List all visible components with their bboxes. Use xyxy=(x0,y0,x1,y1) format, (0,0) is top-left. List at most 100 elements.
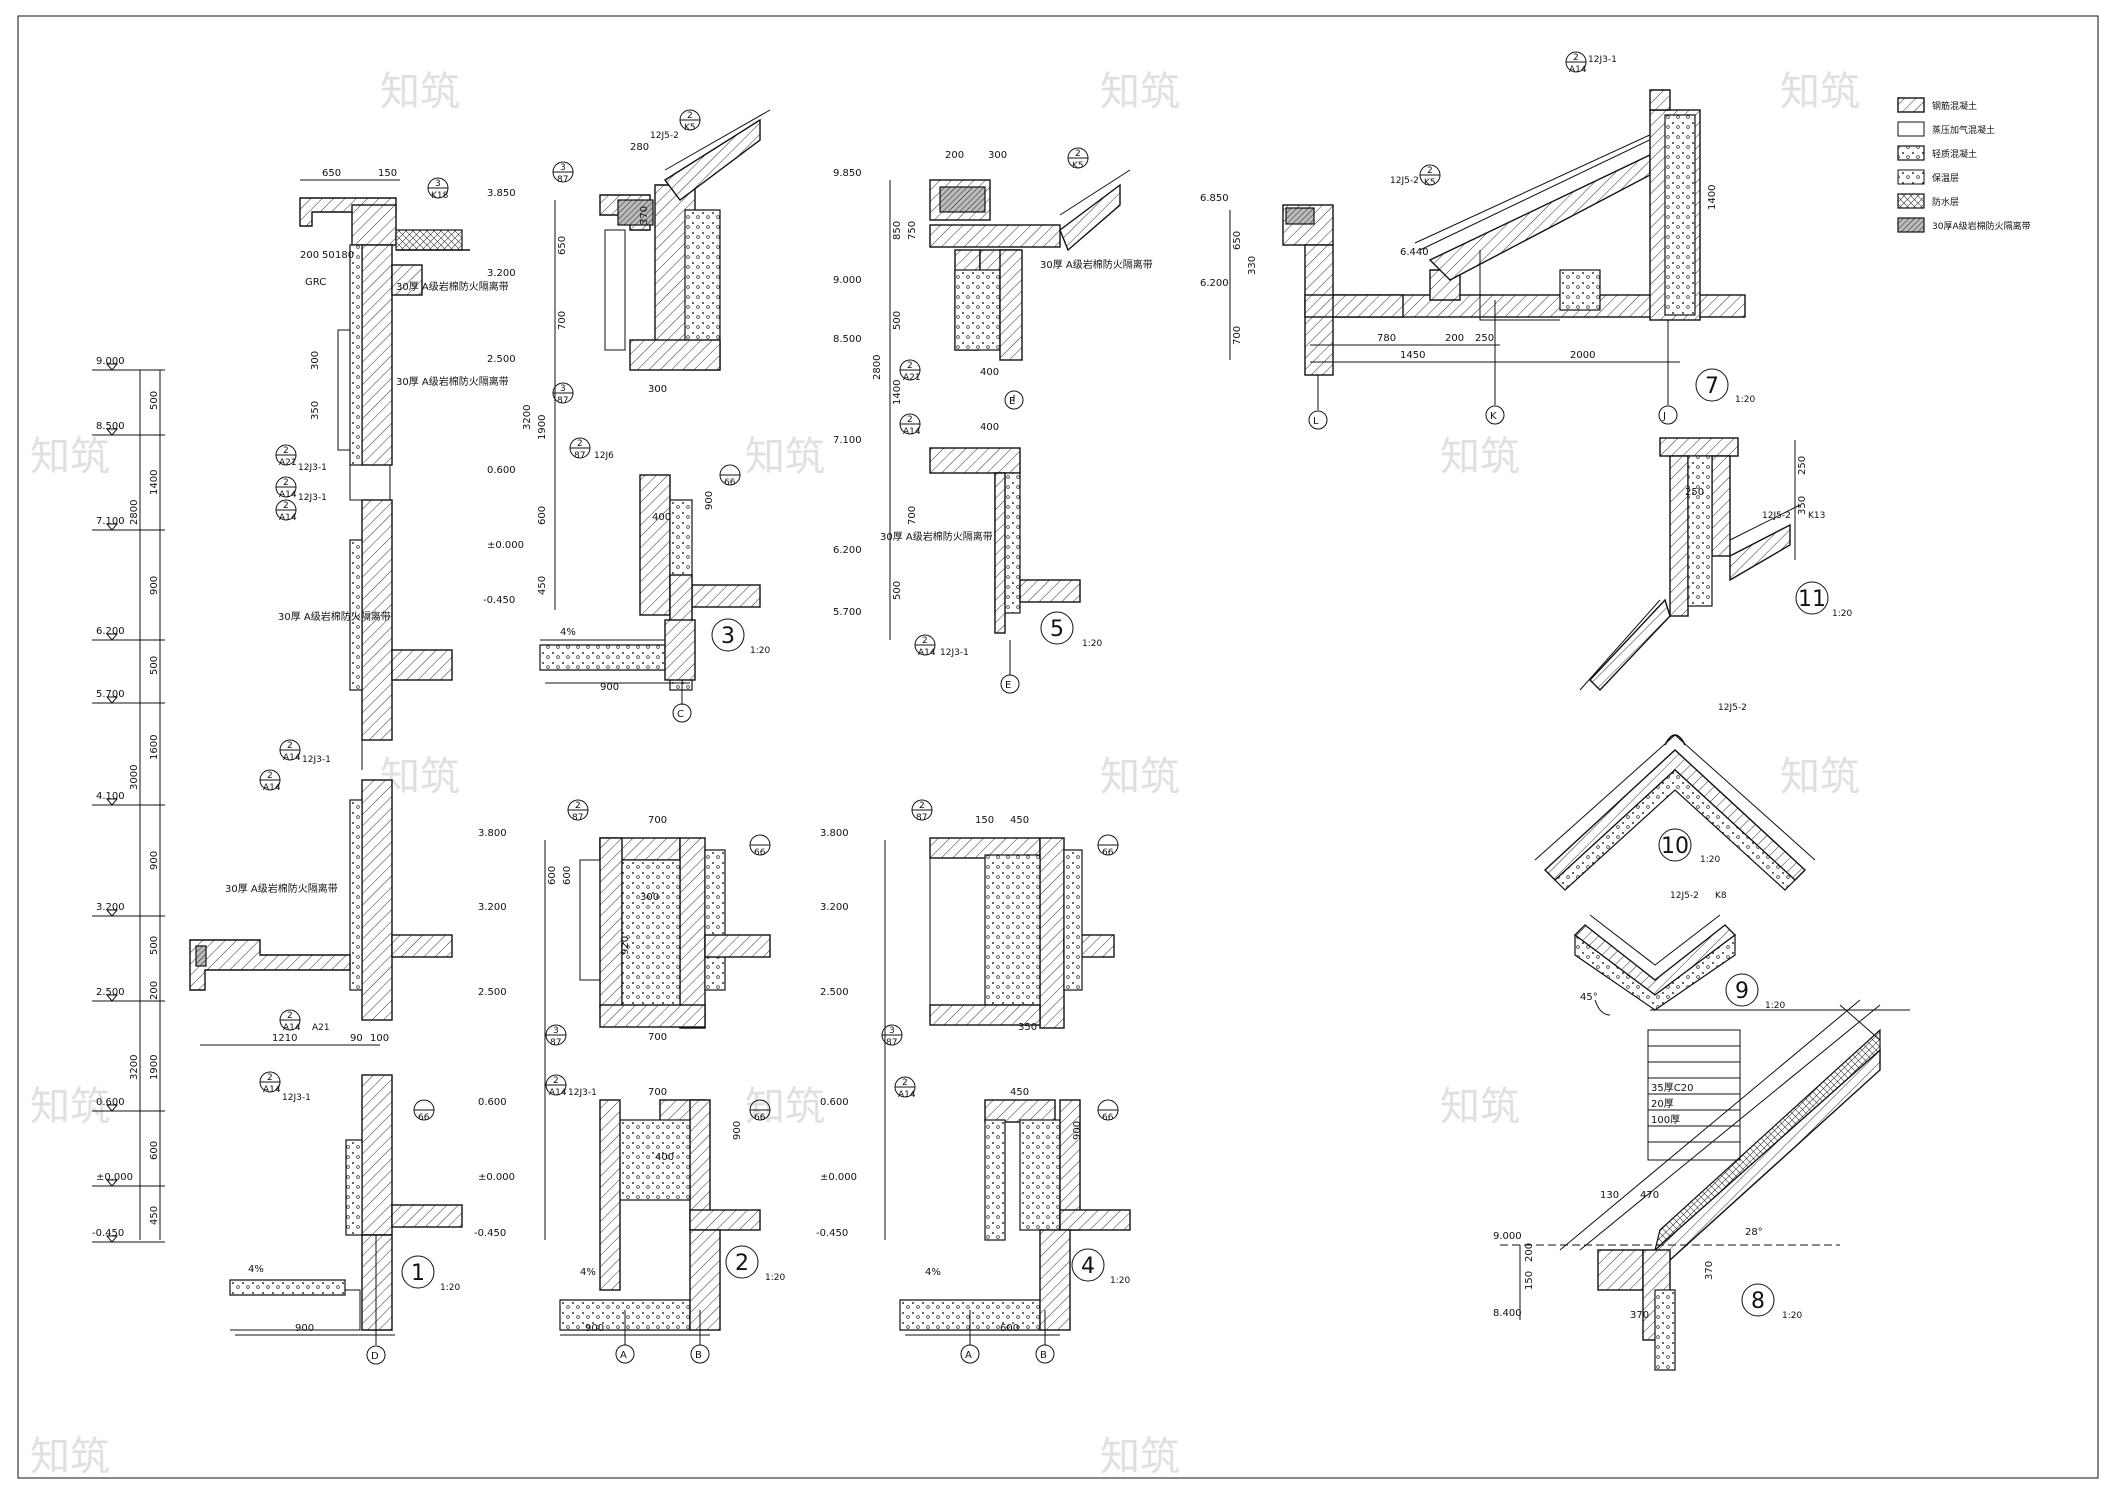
dim-text: 500 xyxy=(892,581,903,600)
detail-number: 5 xyxy=(1050,617,1064,642)
svg-text:12J5-2: 12J5-2 xyxy=(1390,176,1419,186)
axis-label: J xyxy=(1662,411,1666,422)
note-text: 30厚 A级岩棉防火隔离带 xyxy=(396,375,509,388)
svg-text:2: 2 xyxy=(553,1076,559,1086)
svg-text:2: 2 xyxy=(1573,53,1579,63)
elevation-label: 0.600 xyxy=(820,1097,849,1108)
dim-text: 600 xyxy=(1000,1323,1019,1334)
slope-label: 4% xyxy=(580,1267,596,1278)
svg-text:2: 2 xyxy=(287,1011,293,1021)
svg-text:87: 87 xyxy=(557,396,568,406)
watermark: 知筑 xyxy=(1100,69,1180,115)
elevation-label: 3.200 xyxy=(820,902,849,913)
svg-text:12J5-2: 12J5-2 xyxy=(650,131,679,141)
axis-label: E xyxy=(1005,680,1011,691)
legend-label: 蒸压加气混凝土 xyxy=(1932,124,1995,136)
elevation-label: 6.440 xyxy=(1400,247,1429,258)
svg-text:12J3-1: 12J3-1 xyxy=(1588,55,1617,65)
dim-text: 150 xyxy=(1524,1271,1535,1290)
detail-scale: 1:20 xyxy=(1082,639,1102,649)
svg-text:12J3-1: 12J3-1 xyxy=(298,493,327,503)
elevation-marker xyxy=(105,1179,119,1187)
svg-text:K18: K18 xyxy=(431,191,449,201)
svg-text:K5: K5 xyxy=(684,123,696,133)
dim-text: 900 xyxy=(1072,1121,1083,1140)
elevation-marker xyxy=(105,523,119,531)
detail-5: 9.850 9.000 8.500 7.100 6.200 5.700 850 … xyxy=(833,147,1153,694)
svg-text:2: 2 xyxy=(577,439,583,449)
dim-text: 650 xyxy=(557,236,568,255)
elevation-label: ±0.000 xyxy=(820,1172,857,1183)
slope-label: 4% xyxy=(925,1267,941,1278)
detail-number: 10 xyxy=(1661,834,1689,859)
detail-number: 11 xyxy=(1798,587,1826,612)
svg-text:2: 2 xyxy=(287,741,293,751)
dim-text: 200 xyxy=(945,150,964,161)
axis-label: D xyxy=(371,1351,379,1362)
elevation-label: 3.200 xyxy=(487,268,516,279)
detail-4: 3.800 3.200 2.500 0.600 ±0.000 -0.450 15… xyxy=(816,799,1131,1364)
elevation-marker xyxy=(105,363,119,371)
svg-text:12J3-1: 12J3-1 xyxy=(302,755,331,765)
dim-text: 700 xyxy=(648,815,667,826)
dim-text: 1900 xyxy=(537,415,548,440)
dim-text: 1400 xyxy=(892,380,903,405)
legend-label: 轻质混凝土 xyxy=(1932,148,1977,160)
detail-2: 3.800 3.200 2.500 0.600 ±0.000 -0.450 60… xyxy=(474,799,785,1364)
detail-scale: 1:20 xyxy=(440,1283,460,1293)
elevation-label: -0.450 xyxy=(474,1228,506,1239)
detail-number: 2 xyxy=(735,1251,749,1276)
dim-text: 900 xyxy=(704,491,715,510)
dim-text: 450 xyxy=(1010,1087,1029,1098)
svg-text:A14: A14 xyxy=(279,513,297,523)
dim-text: 350 xyxy=(1018,1022,1037,1033)
left-elevation-ruler: 9.000 8.500 7.100 6.200 5.700 4.100 3.20… xyxy=(92,356,165,1243)
elevation-label: 2.500 xyxy=(478,987,507,998)
dim-text: 1600 xyxy=(149,735,160,760)
dim-text: 1400 xyxy=(1707,185,1718,210)
dim-text: 650 xyxy=(322,168,341,179)
svg-text:A14: A14 xyxy=(263,1085,281,1095)
detail-10: 10 1:20 xyxy=(1534,734,1816,891)
elevation-label: ±0.000 xyxy=(478,1172,515,1183)
svg-text:2: 2 xyxy=(907,415,913,425)
watermark-group: 知筑 知筑 知筑 知筑 知筑 知筑 知筑 知筑 知筑 知筑 知筑 知筑 知筑 知… xyxy=(30,69,1860,1480)
elevation-label: 7.100 xyxy=(833,435,862,446)
svg-text:A14: A14 xyxy=(279,490,297,500)
svg-text:2: 2 xyxy=(922,636,928,646)
watermark: 知筑 xyxy=(745,1084,825,1130)
note-text: 30厚 A级岩棉防火隔离带 xyxy=(396,280,509,293)
detail-number: 1 xyxy=(411,1261,425,1286)
elevation-label: 5.700 xyxy=(833,607,862,618)
dim-text: 500 xyxy=(149,391,160,410)
dim-text: 180 xyxy=(335,250,354,261)
svg-text:12J5-2: 12J5-2 xyxy=(1718,703,1747,713)
svg-text:66: 66 xyxy=(1102,1113,1114,1123)
detail-number: 3 xyxy=(721,624,735,649)
svg-text:A14: A14 xyxy=(263,783,281,793)
dim-text: 2800 xyxy=(129,500,140,525)
elevation-marker xyxy=(105,428,119,436)
note-text: 30厚 A级岩棉防火隔离带 xyxy=(278,610,391,623)
dim-text: 370 xyxy=(1630,1310,1649,1321)
elevation-label: 6.850 xyxy=(1200,193,1229,204)
svg-text:3: 3 xyxy=(560,163,566,173)
detail-3: 3.850 3.200 2.500 0.600 ±0.000 -0.450 65… xyxy=(483,109,770,723)
legend-label: 钢筋混凝土 xyxy=(1932,100,1977,112)
grc-label: GRC xyxy=(305,277,326,288)
svg-text:A14: A14 xyxy=(283,1023,301,1033)
dim-text: 600 xyxy=(537,506,548,525)
svg-text:A21: A21 xyxy=(903,373,921,383)
elevation-label: 2.500 xyxy=(820,987,849,998)
elevation-label: 4.100 xyxy=(96,791,125,802)
dim-text: 900 xyxy=(149,576,160,595)
elevation-label: 8.500 xyxy=(833,334,862,345)
detail-11: 250 250 350 11 1:20 12J5-2 K13 12J5-2 xyxy=(1579,437,1852,713)
dim-text: 600 xyxy=(149,1141,160,1160)
note-text: 30厚 A级岩棉防火隔离带 xyxy=(880,530,993,543)
watermark: 知筑 xyxy=(1780,754,1860,800)
svg-text:2: 2 xyxy=(283,501,289,511)
